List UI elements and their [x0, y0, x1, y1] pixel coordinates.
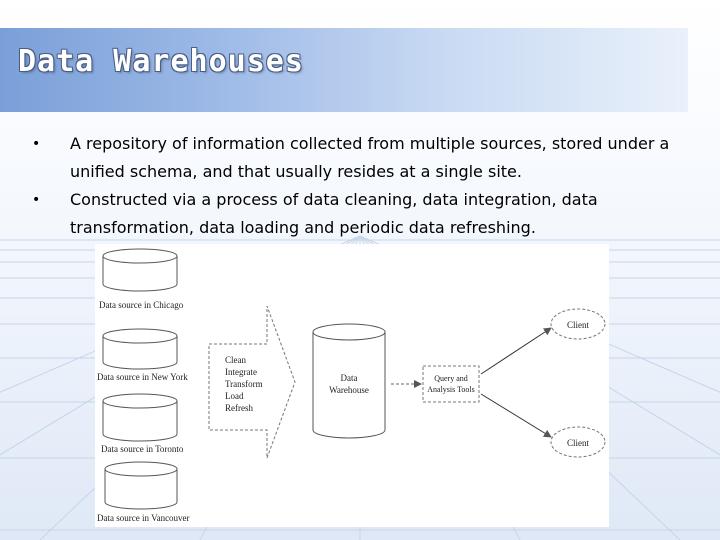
- slide-title: Data Warehouses: [18, 44, 304, 79]
- bullet-item: • A repository of information collected …: [28, 130, 678, 186]
- warehouse-database-icon: [312, 323, 386, 439]
- source-database-icon: [102, 328, 178, 370]
- source-label: Data source in Toronto: [101, 444, 184, 454]
- source-database-icon: [102, 393, 178, 442]
- warehouse-label-line2: Warehouse: [329, 385, 369, 395]
- bullet-dot: •: [32, 136, 41, 152]
- source-database-icon: [102, 248, 178, 292]
- process-step-refresh: Refresh: [225, 403, 253, 413]
- tools-label-line2: Analysis Tools: [427, 385, 475, 394]
- bullet-text: Constructed via a process of data cleani…: [70, 190, 598, 237]
- bullet-list: • A repository of information collected …: [28, 130, 678, 242]
- client-arrow: [480, 393, 552, 438]
- process-step-transform: Transform: [225, 379, 263, 389]
- query-tools-box: [422, 365, 480, 403]
- client-label: Client: [567, 320, 589, 330]
- process-step-load: Load: [225, 391, 244, 401]
- warehouse-label-line1: Data: [341, 373, 358, 383]
- title-band: [0, 28, 688, 112]
- bullet-dot: •: [32, 192, 41, 208]
- bullet-text: A repository of information collected fr…: [70, 134, 670, 181]
- data-warehouse-diagram: Data source in Chicago Data source in Ne…: [95, 244, 609, 527]
- source-label: Data source in Chicago: [99, 300, 184, 310]
- process-step-integrate: Integrate: [225, 367, 257, 377]
- process-step-clean: Clean: [225, 355, 246, 365]
- tools-label-line1: Query and: [434, 374, 468, 383]
- bullet-item: • Constructed via a process of data clea…: [28, 186, 678, 242]
- source-label: Data source in Vancouver: [97, 513, 190, 523]
- client-arrow: [480, 327, 552, 375]
- client-node: [550, 308, 606, 340]
- process-arrow-icon: [208, 305, 296, 459]
- source-label: Data source in New York: [97, 372, 188, 382]
- client-label: Client: [567, 438, 589, 448]
- client-node: [550, 426, 606, 458]
- source-database-icon: [104, 461, 178, 510]
